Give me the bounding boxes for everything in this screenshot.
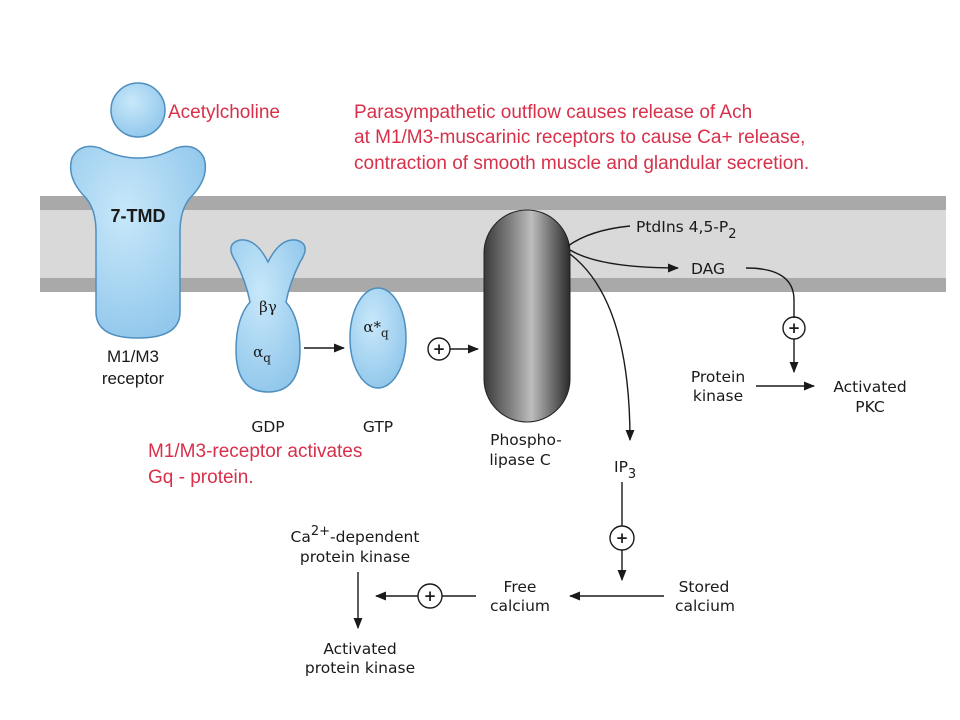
protein-kinase-label-line-1: Protein	[691, 368, 745, 386]
activated-pkc-line-2: PKC	[855, 398, 885, 416]
stored-calcium-line-2: calcium	[675, 597, 735, 615]
note-line-1: Parasympathetic outflow causes release o…	[354, 102, 752, 123]
stimulation-plus-plc: +	[433, 340, 446, 358]
acetylcholine-ligand	[111, 83, 165, 137]
ip3-label: IP3	[614, 458, 636, 482]
ca-dependent-kinase-line-2: protein kinase	[300, 548, 410, 566]
activation-note-line-1: M1/M3-receptor activates	[148, 441, 362, 462]
free-calcium-line-2: calcium	[490, 597, 550, 615]
ca-dependent-kinase-line-1: Ca2+-dependent	[291, 524, 420, 546]
activated-protein-kinase-line-2: protein kinase	[305, 659, 415, 677]
receptor-name: M1/M3	[107, 347, 159, 366]
plc-label-line-1: Phospho-	[490, 431, 562, 449]
parasympathetic-note: Parasympathetic outflow causes release o…	[354, 102, 809, 174]
stimulation-plus-calcium: +	[424, 587, 437, 605]
note-line-3: contraction of smooth muscle and glandul…	[354, 153, 809, 174]
note-line-2: at M1/M3-muscarinic receptors to cause C…	[354, 127, 805, 148]
receptor-7tmd-label: 7-TMD	[111, 206, 166, 226]
beta-gamma-subunit-label: βγ	[259, 298, 277, 316]
receptor-name-line-2: receptor	[102, 369, 165, 388]
dag-label: DAG	[691, 260, 725, 278]
stimulation-plus-pkc: +	[788, 319, 801, 337]
stimulation-plus-ip3: +	[616, 529, 629, 547]
free-calcium-line-1: Free	[504, 578, 537, 596]
phospholipase-c-shape	[484, 210, 570, 422]
gdp-label: GDP	[251, 418, 284, 436]
acetylcholine-label: Acetylcholine	[168, 102, 280, 123]
activated-pkc-line-1: Activated	[833, 378, 906, 396]
protein-kinase-label-line-2: kinase	[693, 387, 743, 405]
plc-label-line-2: lipase C	[489, 451, 550, 469]
activation-note-line-2: Gq - protein.	[148, 467, 254, 488]
activated-protein-kinase-line-1: Activated	[323, 640, 396, 658]
gtp-label: GTP	[363, 418, 393, 436]
stored-calcium-line-1: Stored	[679, 578, 730, 596]
alpha-q-active-shape	[350, 288, 406, 388]
